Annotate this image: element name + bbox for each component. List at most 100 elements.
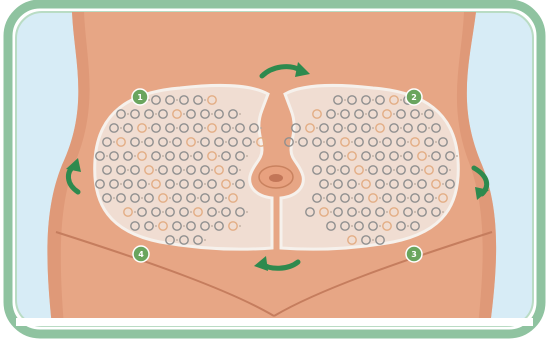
ring-connector-dot [134,155,136,157]
ring-connector-dot [323,141,325,143]
ring-connector-dot [113,141,115,143]
marker-4: 4 [133,246,149,262]
ring-connector-dot [218,155,220,157]
ring-connector-dot [113,197,115,199]
ring-connector-dot [435,197,437,199]
ring-connector-dot [155,169,157,171]
ring-connector-dot [400,127,402,129]
ring-connector-dot [127,169,129,171]
ring-connector-dot [106,155,108,157]
ring-connector-dot [239,169,241,171]
ring-connector-dot [407,197,409,199]
ring-connector-dot [379,225,381,227]
marker-3: 3 [406,246,422,262]
ring-connector-dot [344,99,346,101]
ring-connector-dot [372,99,374,101]
ring-connector-dot [407,141,409,143]
navel-center [269,174,283,182]
ring-connector-dot [393,113,395,115]
ring-connector-dot [428,127,430,129]
ring-connector-dot [246,211,248,213]
marker-4-label: 4 [138,250,144,259]
ring-connector-dot [148,183,150,185]
ring-connector-dot [176,127,178,129]
ring-connector-dot [351,197,353,199]
ring-connector-dot [169,141,171,143]
ring-connector-dot [414,211,416,213]
ring-connector-dot [379,197,381,199]
ring-connector-dot [211,169,213,171]
ring-connector-dot [253,141,255,143]
ring-connector-dot [120,127,122,129]
ring-connector-dot [442,183,444,185]
ring-connector-dot [232,127,234,129]
ring-connector-dot [246,155,248,157]
ring-connector-dot [372,155,374,157]
ring-connector-dot [442,211,444,213]
marker-3-label: 3 [411,250,417,259]
ring-connector-dot [190,155,192,157]
ring-connector-dot [197,197,199,199]
ring-connector-dot [225,141,227,143]
marker-2: 2 [406,89,422,105]
ring-connector-dot [449,169,451,171]
ring-connector-dot [225,197,227,199]
ring-connector-dot [372,127,374,129]
ring-connector-dot [176,99,178,101]
ring-connector-dot [323,197,325,199]
ring-connector-dot [365,169,367,171]
ring-connector-dot [344,127,346,129]
ring-connector-dot [141,197,143,199]
ring-connector-dot [120,183,122,185]
ring-connector-dot [456,155,458,157]
ring-connector-dot [407,225,409,227]
ring-connector-dot [337,169,339,171]
ring-connector-dot [232,183,234,185]
ring-connector-dot [204,239,206,241]
ring-connector-dot [162,155,164,157]
ring-connector-dot [344,155,346,157]
ring-connector-dot [435,141,437,143]
ring-connector-dot [239,225,241,227]
ring-connector-dot [386,183,388,185]
ring-connector-dot [400,155,402,157]
ring-connector-dot [211,113,213,115]
frame-bottom-strip [16,318,533,326]
ring-connector-dot [372,239,374,241]
ring-connector-dot [176,183,178,185]
ring-connector-dot [365,113,367,115]
ring-connector-dot [218,211,220,213]
ring-connector-dot [155,225,157,227]
ring-connector-dot [295,141,297,143]
ring-connector-dot [169,197,171,199]
ring-connector-dot [190,211,192,213]
ring-connector-dot [316,127,318,129]
ring-connector-dot [421,113,423,115]
ring-connector-dot [393,169,395,171]
ring-connector-dot [162,211,164,213]
ring-connector-dot [428,155,430,157]
ring-connector-dot [183,225,185,227]
ring-connector-dot [358,183,360,185]
ring-connector-dot [197,141,199,143]
ring-connector-dot [400,99,402,101]
ring-connector-dot [330,183,332,185]
ring-connector-dot [358,211,360,213]
ring-connector-dot [155,113,157,115]
ring-connector-dot [141,141,143,143]
ring-connector-dot [204,183,206,185]
ring-connector-dot [183,169,185,171]
ring-connector-dot [183,113,185,115]
ring-connector-dot [204,127,206,129]
ring-connector-dot [204,99,206,101]
ring-connector-dot [337,113,339,115]
ring-connector-dot [351,141,353,143]
ring-connector-dot [148,127,150,129]
ring-connector-dot [351,225,353,227]
marker-1: 1 [132,89,148,105]
ring-connector-dot [260,127,262,129]
ring-connector-dot [211,225,213,227]
ring-connector-dot [379,141,381,143]
ring-connector-dot [414,183,416,185]
